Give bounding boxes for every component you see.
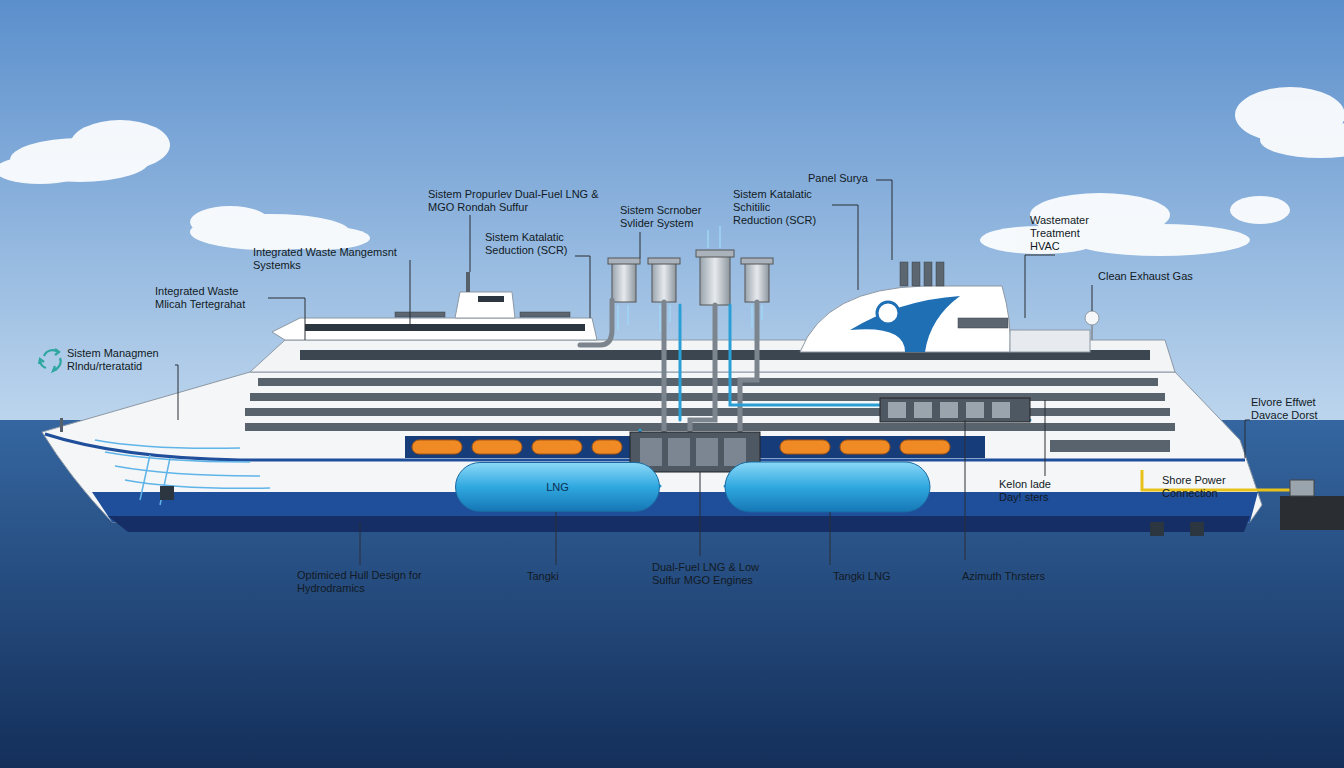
- funnel-swoosh: [850, 296, 960, 352]
- shore-plug: [1290, 480, 1314, 496]
- callout-label: Optimiced Hull Design for Hydrodramics: [297, 569, 427, 595]
- bow-post: [60, 418, 63, 432]
- callout-label: Azimuth Thrsters: [962, 570, 1072, 583]
- mast: [466, 272, 470, 292]
- hull-emblem: [160, 486, 174, 500]
- callout-label: Wastemater Treatment HVAC: [1030, 214, 1105, 254]
- callout-label: Sistem Katalatic Schitilic Reduction (SC…: [733, 188, 819, 228]
- callout-label: Shore Power Connection: [1162, 474, 1242, 500]
- leader-lines: [175, 180, 1250, 565]
- sky: [0, 0, 1344, 420]
- lng-tank: [725, 462, 930, 512]
- callout-label: Sistem Propurlev Dual-Fuel LNG & MGO Ron…: [428, 188, 608, 214]
- hull-flow-lines: [95, 440, 270, 505]
- tank-label: LNG: [546, 481, 569, 493]
- callout-label: Sistem Managmen Rlndu/rteratatid: [67, 347, 177, 373]
- shore-power-box: [1280, 496, 1344, 530]
- exhaust-stacks: [608, 250, 773, 305]
- callout-label: Integrated Waste Mangemsnt Systemks: [253, 246, 428, 272]
- callout-label: Dual-Fuel LNG & Low Sulfur MGO Engines: [652, 561, 772, 587]
- funnel-logo: [877, 302, 899, 324]
- callout-label: Clean Exhaust Gas: [1098, 270, 1208, 283]
- callout-label: Integrated Waste Mlicah Tertegrahat: [155, 285, 270, 311]
- callout-label: Elvore Effwet Davace Dorst: [1251, 396, 1321, 422]
- exhaust-pipes: [580, 300, 1030, 486]
- callout-label: Kelon lade Day! sters: [999, 478, 1061, 504]
- exhaust-plumes: [618, 226, 762, 332]
- radar-post: [1091, 325, 1093, 340]
- radar-dome: [1085, 311, 1099, 325]
- mast-house: [455, 292, 515, 318]
- bridge: [272, 318, 597, 340]
- mast-window: [478, 296, 504, 302]
- ship-hull: [42, 372, 1262, 522]
- callout-label: Sistem Katalatic Seduction (SCR): [485, 231, 577, 257]
- azimuth-thrusters: [1150, 522, 1204, 536]
- callout-label: Tangki LNG: [833, 570, 913, 583]
- clouds: [0, 87, 1344, 256]
- lifeboats: [412, 440, 950, 454]
- callout-label: Panel Surya: [808, 172, 878, 185]
- aft-deckhouse: [1010, 330, 1090, 352]
- recycle-icon: [39, 349, 61, 371]
- callout-label: Tangki: [527, 570, 587, 583]
- callout-label: Sistem Scrnober Svlider System: [620, 204, 712, 230]
- engine-block: [630, 398, 1030, 472]
- bridge-windows: [305, 324, 585, 331]
- tank-node: LNG: [455, 462, 660, 512]
- funnel: [800, 286, 1010, 352]
- hull-keel: [108, 516, 1250, 532]
